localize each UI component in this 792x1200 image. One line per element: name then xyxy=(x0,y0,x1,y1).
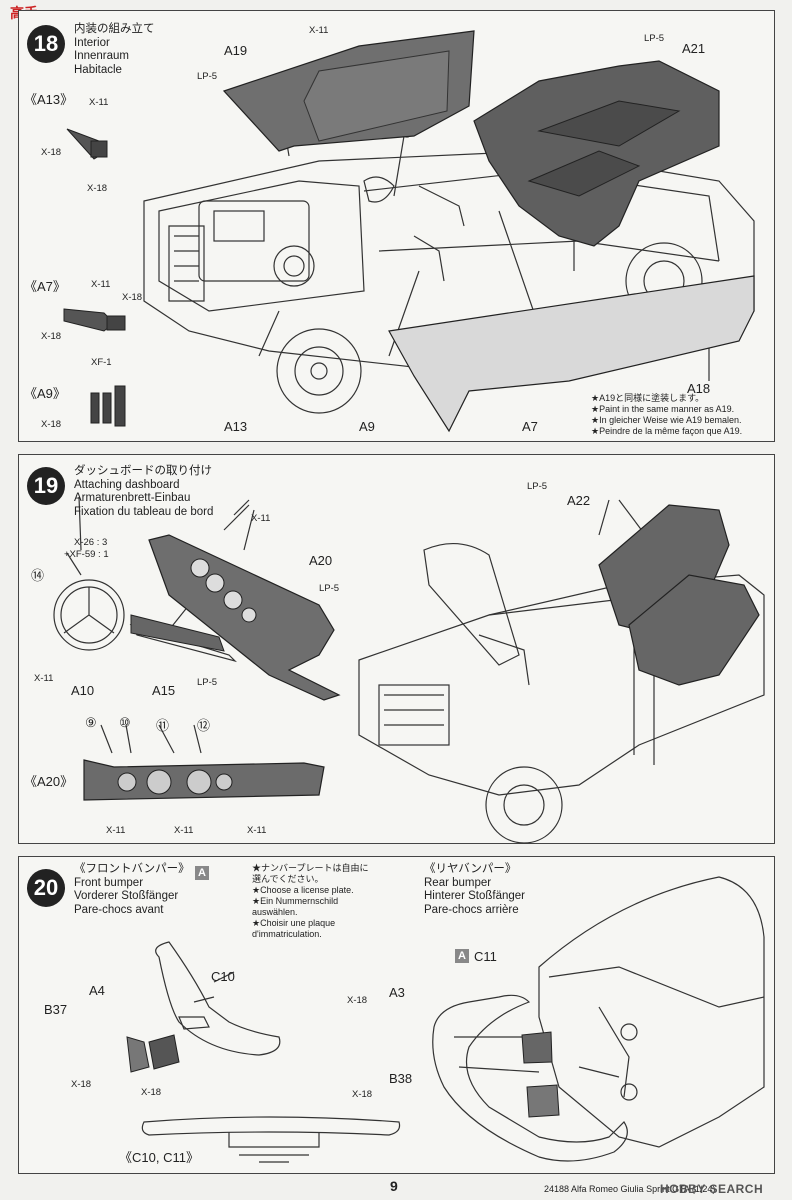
label-a13: A13 xyxy=(224,419,248,434)
label-a21: A21 xyxy=(682,41,706,56)
watermark: HOBBY SEARCH xyxy=(660,1182,764,1196)
variant-a-box: A xyxy=(195,866,209,880)
step-18-illustration xyxy=(63,30,755,433)
label-a3: A3 xyxy=(389,985,405,1000)
label-lp5: LP-5 xyxy=(644,33,665,44)
label-circle-12: ⑫ xyxy=(197,718,211,733)
label-a9: A9 xyxy=(359,419,375,434)
label-lp5: LP-5 xyxy=(319,583,340,594)
label-circle-11: ⑪ xyxy=(156,718,170,733)
label-b37: B37 xyxy=(44,1002,68,1017)
label-c10: C10 xyxy=(211,969,235,984)
label-x11: X-11 xyxy=(89,97,109,108)
label-x18: X-18 xyxy=(87,183,108,194)
label-lp5: LP-5 xyxy=(527,481,548,492)
label-x11: X-11 xyxy=(91,279,111,290)
label-x18: X-18 xyxy=(41,331,62,342)
label-a7: A7 xyxy=(522,419,538,434)
label-x18: X-18 xyxy=(41,419,62,430)
label-circle-9: ⑨ xyxy=(85,715,97,730)
label-x11: X-11 xyxy=(251,513,271,524)
rear-bumper-title: 《リヤバンパー》 Rear bumper Hinterer Stoßfänger… xyxy=(424,863,525,916)
label-x11: X-11 xyxy=(309,25,329,36)
label-circle-10: ⑩ xyxy=(119,715,131,730)
step-19-title: ダッシュボードの取り付け Attaching dashboard Armatur… xyxy=(74,465,214,518)
label-a10: A10 xyxy=(71,683,95,698)
variant-a-box-rear: A xyxy=(455,949,469,963)
label-x26: X-26 : 3 xyxy=(74,537,108,548)
step-18-number: 18 xyxy=(27,25,65,63)
step-18-panel: 18 内装の組み立て Interior Innenraum Habitacle … xyxy=(18,10,775,442)
sub-a7: 《A7》 xyxy=(24,279,66,294)
step-19-illustration xyxy=(53,496,765,844)
label-x18: X-18 xyxy=(352,1089,373,1100)
label-x11: X-11 xyxy=(106,825,126,836)
label-x18: X-18 xyxy=(122,292,143,303)
step-20-number: 20 xyxy=(27,869,65,907)
product-code: 24188 Alfa Romeo Giulia Sprint GTA (1/24… xyxy=(544,1184,716,1194)
plate-note: ★ナンバープレートは自由に 選んでください。 ★Choose a license… xyxy=(252,863,369,939)
label-x18: X-18 xyxy=(71,1079,92,1090)
label-x18: X-18 xyxy=(41,147,62,158)
label-a20: A20 xyxy=(309,553,333,568)
label-c10-c11: 《C10, C11》 xyxy=(119,1150,199,1165)
sub-a9: 《A9》 xyxy=(24,386,66,401)
label-a15: A15 xyxy=(152,683,176,698)
label-x11: X-11 xyxy=(174,825,194,836)
label-a18: A18 xyxy=(687,381,711,396)
step-19-number: 19 xyxy=(27,467,65,505)
label-x11: X-11 xyxy=(34,673,54,684)
sub-a13: 《A13》 xyxy=(24,92,74,107)
sub-a20: 《A20》 xyxy=(24,774,74,789)
label-xf59: +XF-59 : 1 xyxy=(64,549,109,560)
paint-note: ★A19と同様に塗装します。 ★Paint in the same manner… xyxy=(591,393,743,436)
label-c11: C11 xyxy=(474,949,497,964)
label-lp5: LP-5 xyxy=(197,677,218,688)
label-circle-14: ⑭ xyxy=(31,568,45,583)
step-18-title: 内装の組み立て Interior Innenraum Habitacle xyxy=(74,23,155,76)
label-lp5: LP-5 xyxy=(197,71,218,82)
label-a22: A22 xyxy=(567,493,591,508)
front-bumper-title: 《フロントバンパー》 Front bumper Vorderer Stoßfän… xyxy=(74,863,190,916)
label-x18: X-18 xyxy=(347,995,368,1006)
label-x11: X-11 xyxy=(247,825,267,836)
label-x18: X-18 xyxy=(141,1087,162,1098)
label-b38: B38 xyxy=(389,1071,413,1086)
label-xf1: XF-1 xyxy=(91,357,112,368)
page-number: 9 xyxy=(390,1178,398,1194)
step-20-panel: 20 《フロントバンパー》 Front bumper Vorderer Stoß… xyxy=(18,856,775,1174)
label-a4: A4 xyxy=(89,983,105,998)
step-19-panel: 19 ダッシュボードの取り付け Attaching dashboard Arma… xyxy=(18,454,775,844)
label-a19: A19 xyxy=(224,43,248,58)
step-20-illustration xyxy=(126,876,765,1163)
